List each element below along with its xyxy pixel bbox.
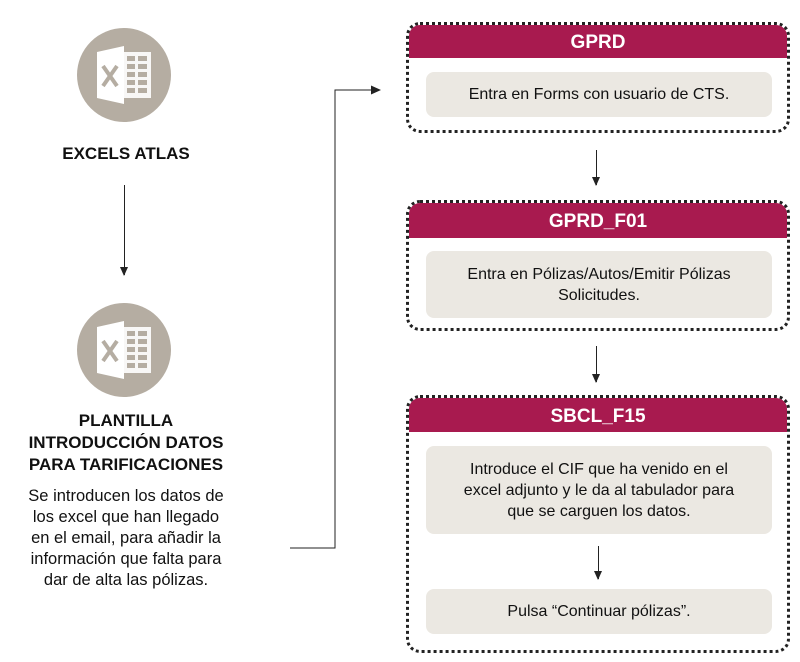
plantilla-block: PLANTILLA INTRODUCCIÓN DATOS PARA TARIFI… bbox=[0, 410, 252, 591]
title-line: PARA TARIFICACIONES bbox=[28, 455, 224, 474]
plantilla-title: PLANTILLA INTRODUCCIÓN DATOS PARA TARIFI… bbox=[0, 410, 252, 476]
gprd-box: GPRD Entra en Forms con usuario de CTS. bbox=[406, 22, 790, 133]
title-line: PLANTILLA bbox=[78, 411, 174, 430]
desc-line: en el email, para añadir la bbox=[31, 529, 221, 547]
desc-line: Se introducen los datos de bbox=[28, 487, 224, 505]
box-header: SBCL_F15 bbox=[409, 398, 787, 432]
excel-icon bbox=[77, 303, 171, 397]
plantilla-description: Se introducen los datos de los excel que… bbox=[0, 486, 252, 591]
excels-atlas-title: EXCELS ATLAS bbox=[62, 144, 190, 163]
arrow-down bbox=[592, 346, 600, 383]
desc-line: información que falta para bbox=[30, 550, 222, 568]
excel-icon bbox=[77, 28, 171, 122]
arrow-down bbox=[593, 546, 602, 580]
box-header: GPRD bbox=[409, 25, 787, 58]
arrow-down bbox=[592, 150, 600, 186]
arrow-down bbox=[120, 185, 128, 276]
sbcl-f15-box: SBCL_F15 Introduce el CIF que ha venido … bbox=[406, 395, 790, 653]
step: Entra en Forms con usuario de CTS. bbox=[426, 72, 772, 117]
title-line: INTRODUCCIÓN DATOS bbox=[28, 433, 224, 452]
gprd-f01-box: GPRD_F01 Entra en Pólizas/Autos/Emitir P… bbox=[406, 200, 790, 331]
desc-line: los excel que han llegado bbox=[32, 508, 220, 526]
desc-line: dar de alta las pólizas. bbox=[43, 571, 209, 589]
step: Introduce el CIF que ha venido en el exc… bbox=[426, 446, 772, 534]
step: Entra en Pólizas/Autos/Emitir Pólizas So… bbox=[426, 251, 772, 318]
box-header: GPRD_F01 bbox=[409, 203, 787, 238]
step: Pulsa “Continuar pólizas”. bbox=[426, 589, 772, 634]
